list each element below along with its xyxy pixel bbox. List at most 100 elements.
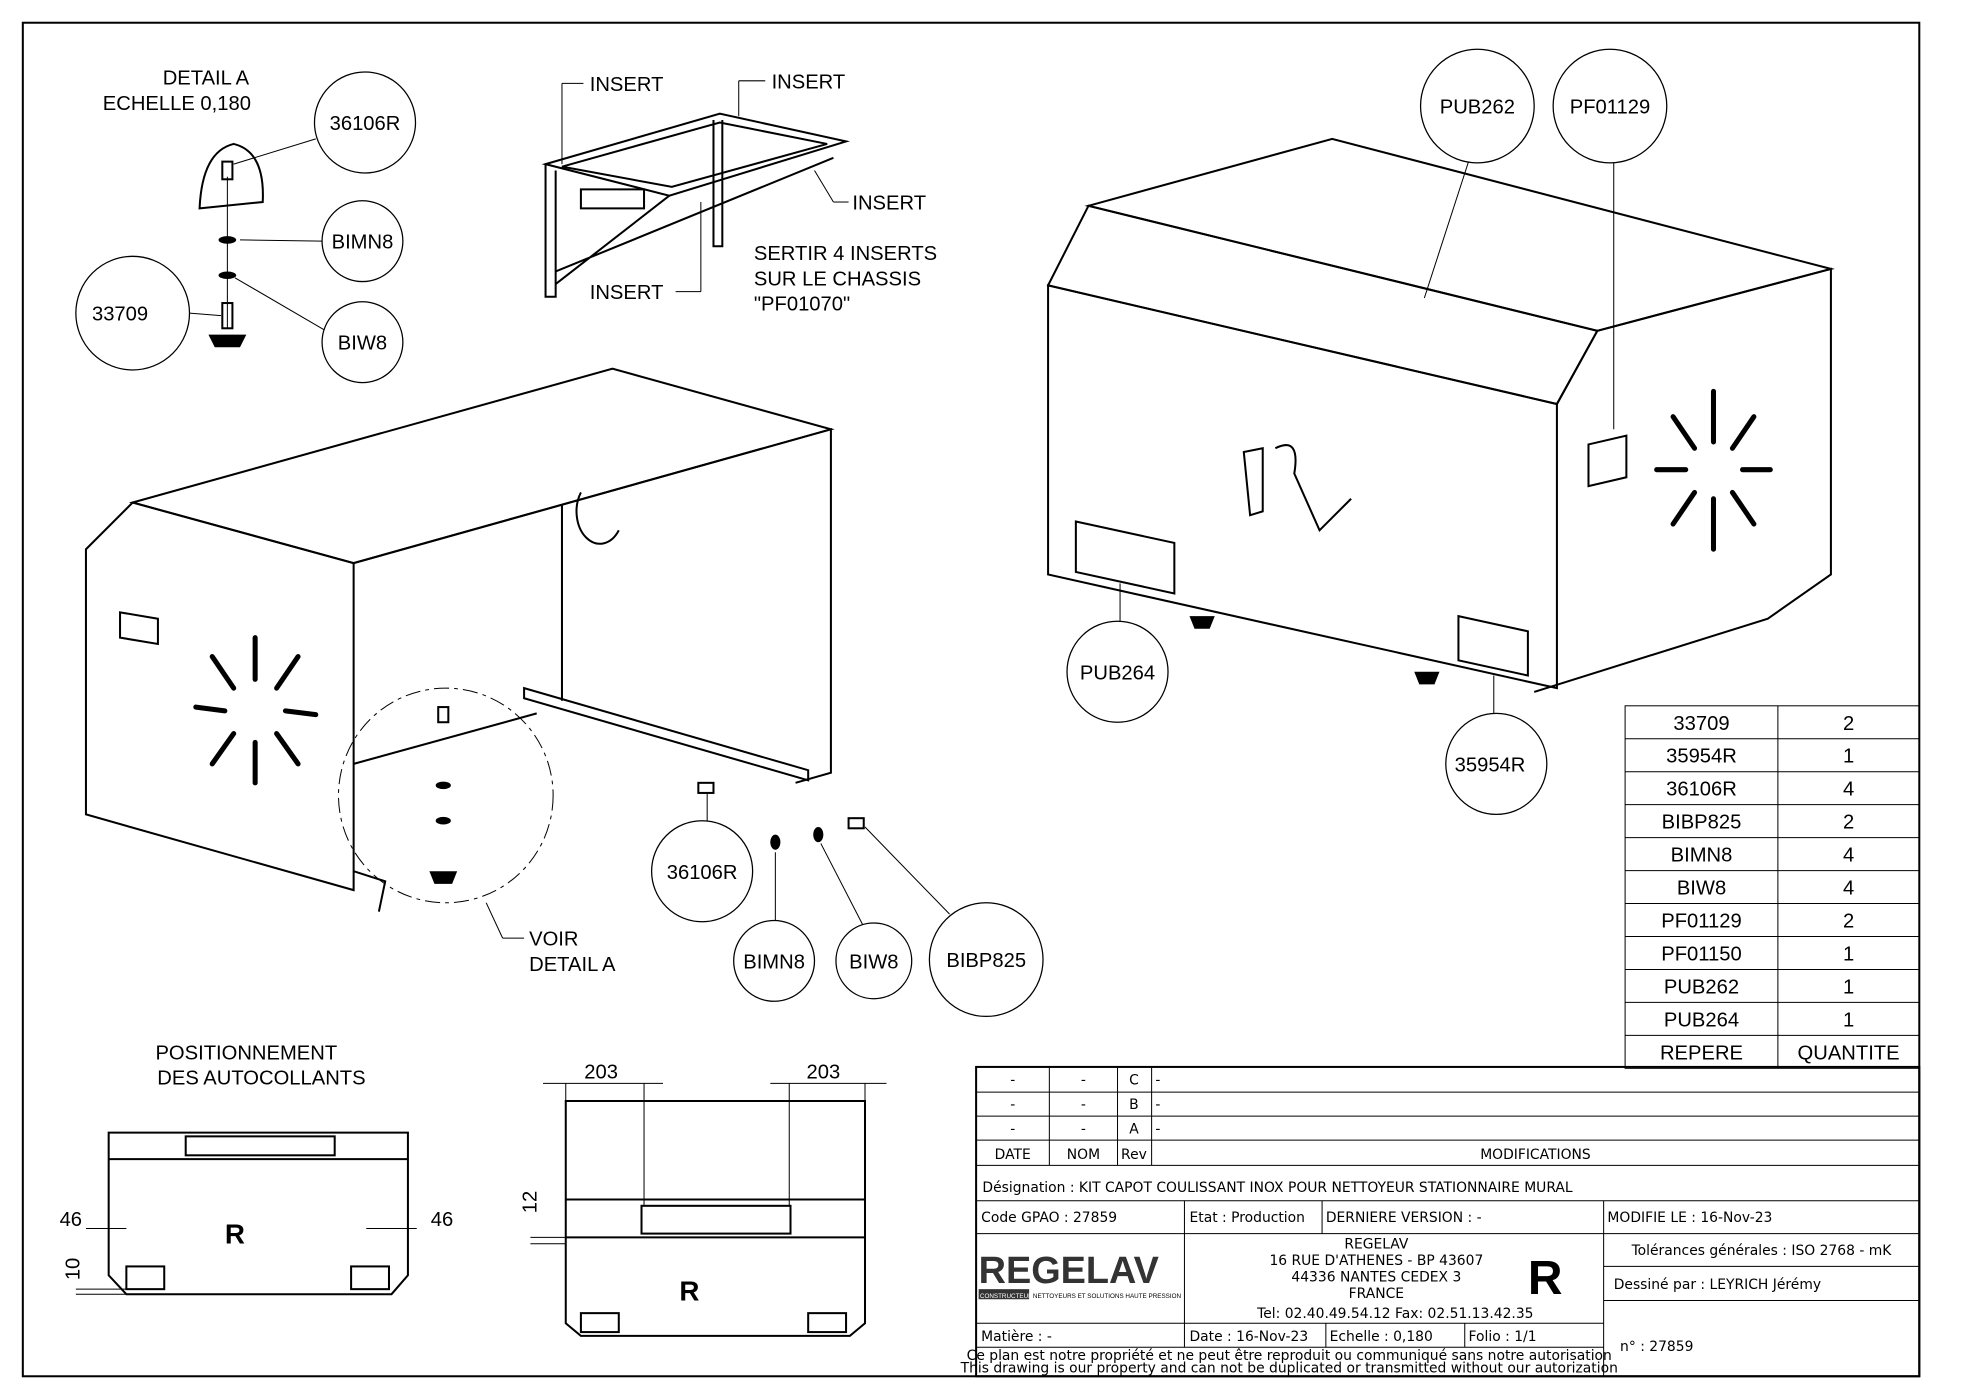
stickers-title: POSITIONNEMENT [155,1042,337,1064]
date: Date : 16-Nov-23 [1189,1329,1308,1345]
regelav-logo: REGELAV [979,1250,1159,1292]
bom-qty: 1 [1843,1009,1854,1031]
disclaimer: Ce plan est notre propriété et ne peut ê… [967,1348,1612,1364]
rev-nom: - [1081,1097,1086,1113]
insert-note: SERTIR 4 INSERTS [754,243,937,265]
drawing-number: n° : 27859 [1620,1339,1693,1355]
address-phone: Tel: 02.40.49.54.12 Fax: 02.51.13.42.35 [1256,1306,1533,1322]
address-line: 44336 NANTES CEDEX 3 [1291,1270,1461,1286]
dim-46: 46 [60,1209,82,1231]
voir-detail: DETAIL A [529,954,616,976]
dim-203: 203 [806,1061,840,1083]
regelav-mark: R [1528,1252,1563,1305]
etat: Etat : Production [1189,1210,1304,1226]
echelle: Echelle : 0,180 [1330,1329,1433,1345]
address-line: 16 RUE D'ATHENES - BP 43607 [1269,1253,1483,1269]
rev-letter: B [1129,1097,1139,1113]
matiere: Matière : - [981,1329,1052,1345]
bom-qty: 4 [1843,878,1854,900]
dim-203: 203 [584,1061,618,1083]
closed-hood-view: PUB262 PF01129 PUB264 35954R [1046,48,1835,816]
chassis-view: INSERT INSERT INSERT INSERT SERTIR 4 INS… [541,71,937,316]
voir-detail: VOIR [529,929,578,951]
rev-mod: - [1155,1073,1160,1089]
rev-mod: - [1155,1121,1160,1137]
balloon-BIMN8: BIMN8 [332,232,394,254]
rev-letter: A [1129,1121,1139,1137]
insert-note: "PF01070" [754,294,850,316]
rev-date: - [1010,1073,1015,1089]
dim-10: 10 [63,1258,85,1280]
bom-ref: 33709 [1673,713,1729,735]
balloon-BIBP825: BIBP825 [946,950,1026,972]
bom-qty: 1 [1843,976,1854,998]
code-gpao: Code GPAO : 27859 [981,1210,1117,1226]
rev-letter: C [1129,1073,1139,1089]
disclaimer: This drawing is our property and can not… [960,1360,1618,1376]
bom-qty: 4 [1843,779,1854,801]
logo-tag: CONSTRUCTEUR [980,1293,1033,1300]
bom-ref: 35954R [1666,746,1737,768]
bom-ref: BIW8 [1677,878,1726,900]
dim-46: 46 [431,1209,453,1231]
balloon-36106R: 36106R [330,113,401,135]
tolerances: Tolérances générales : ISO 2768 - mK [1631,1243,1893,1259]
bom-qty: 1 [1843,943,1854,965]
bom-header-ref: REPERE [1660,1042,1743,1064]
drawing-border [21,21,1921,1378]
rev-header-mod: MODIFICATIONS [1480,1147,1591,1163]
dim-12: 12 [520,1191,542,1213]
designation: Désignation : KIT CAPOT COULISSANT INOX … [982,1180,1572,1196]
address-line: FRANCE [1349,1286,1404,1302]
balloon-PUB262: PUB262 [1440,97,1515,119]
balloon-BIW8: BIW8 [849,951,898,973]
rev-header-nom: NOM [1067,1147,1100,1163]
balloon-35954R: 35954R [1455,754,1526,776]
bom-ref: PUB262 [1664,976,1739,998]
balloon-PUB264: PUB264 [1080,662,1155,684]
bom-ref: PF01129 [1661,911,1741,933]
balloon-BIW8: BIW8 [338,333,387,355]
balloon-33709: 33709 [92,304,148,326]
insert-note: SUR LE CHASSIS [754,268,921,290]
logo-mark: R [225,1219,245,1250]
bom-ref: PF01150 [1661,943,1741,965]
bom-qty: 2 [1843,812,1854,834]
bom-header-qty: QUANTITE [1798,1042,1900,1064]
bom-qty: 1 [1843,746,1854,768]
insert-label: INSERT [772,71,846,93]
logo-mark: R [679,1276,699,1307]
rev-header-rev: Rev [1121,1147,1147,1163]
derniere-version: DERNIERE VERSION : - [1326,1210,1482,1226]
rev-header-date: DATE [995,1147,1031,1163]
bom-ref: PUB264 [1664,1009,1739,1031]
balloon-BIMN8: BIMN8 [743,951,805,973]
balloon-PF01129: PF01129 [1570,97,1650,119]
detail-scale: ECHELLE 0,180 [103,93,251,115]
detail-a: DETAIL A ECHELLE 0,180 36106R BIMN8 3370… [75,68,417,384]
stickers-title: DES AUTOCOLLANTS [157,1068,365,1090]
bom-ref: 36106R [1666,779,1737,801]
folio: Folio : 1/1 [1469,1329,1537,1345]
insert-label: INSERT [590,282,664,304]
insert-label: INSERT [590,74,664,96]
bom-qty: 2 [1843,911,1854,933]
insert-label: INSERT [852,193,926,215]
detail-title: DETAIL A [163,68,250,90]
modifie-le: MODIFIE LE : 16-Nov-23 [1607,1210,1772,1226]
logo-subtitle: NETTOYEURS ET SOLUTIONS HAUTE PRESSION [1033,1293,1182,1300]
address-line: REGELAV [1344,1237,1409,1253]
bom-qty: 2 [1843,713,1854,735]
bom-qty: 4 [1843,845,1854,867]
rev-nom: - [1081,1073,1086,1089]
drawn-by: Dessiné par : LEYRICH Jérémy [1614,1277,1821,1293]
title-block: --C---B---A- DATE NOM Rev MODIFICATIONS … [960,1065,1921,1378]
open-hood-view: VOIR DETAIL A 36106R BIMN8 BIW8 BIBP825 [84,367,1044,1018]
rev-date: - [1010,1121,1015,1137]
balloon-36106R: 36106R [667,862,738,884]
bom-ref: BIMN8 [1671,845,1733,867]
rev-mod: - [1155,1097,1160,1113]
sticker-positioning: POSITIONNEMENT DES AUTOCOLLANTS R 46 46 … [60,1042,887,1337]
